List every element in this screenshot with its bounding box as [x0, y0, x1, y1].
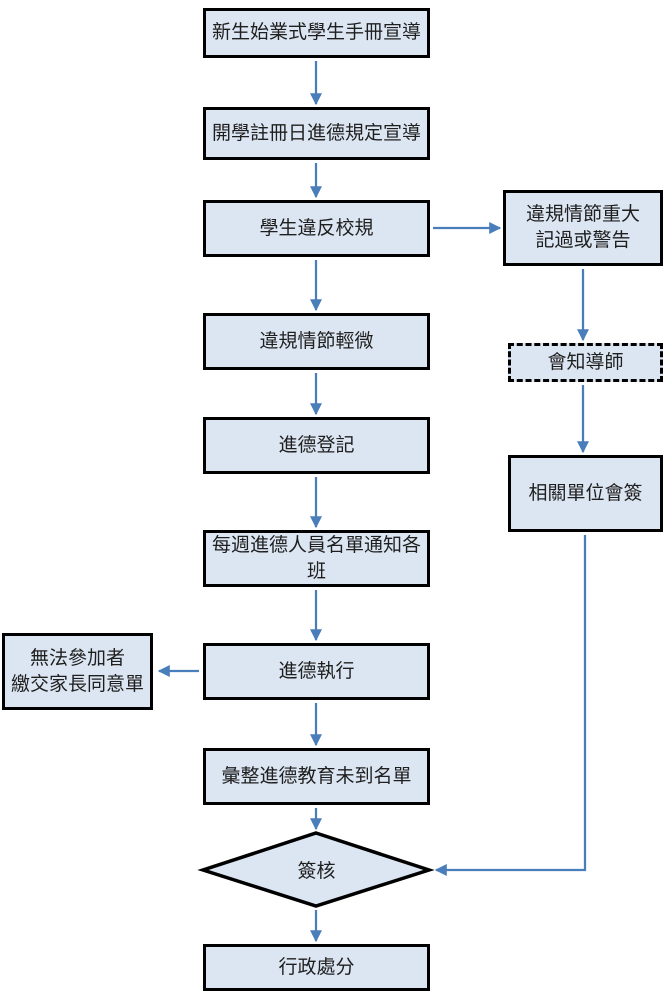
node-administrative-sanction: 行政處分 — [203, 944, 430, 991]
node-notify-homeroom-teacher: 會知導師 — [508, 343, 663, 382]
decision-sign-off: 簽核 — [297, 860, 336, 882]
node-jinde-execution: 進德執行 — [203, 643, 430, 700]
arrow-r3-d1 — [434, 535, 587, 876]
node-serious-violation-demerit-warning: 違規情節重大 記過或警告 — [503, 190, 663, 266]
node-minor-violation: 違規情節輕微 — [203, 313, 430, 370]
node-jinde-registration: 進德登記 — [203, 417, 430, 474]
node-weekly-roster-notify-classes: 每週進德人員名單通知各 班 — [203, 530, 430, 587]
node-registration-day-rules-briefing: 開學註冊日進德規定宣導 — [203, 107, 430, 160]
node-compile-absentee-list: 彙整進德教育未到名單 — [203, 748, 430, 805]
node-unable-to-attend-parent-consent: 無法參加者 繳交家長同意單 — [2, 633, 153, 710]
node-freshman-orientation-handbook: 新生始業式學生手冊宣導 — [203, 8, 430, 58]
decision-diamond-shape — [197, 831, 435, 908]
node-related-units-countersign: 相關單位會簽 — [508, 455, 663, 532]
node-student-violates-rules: 學生違反校規 — [203, 200, 430, 257]
